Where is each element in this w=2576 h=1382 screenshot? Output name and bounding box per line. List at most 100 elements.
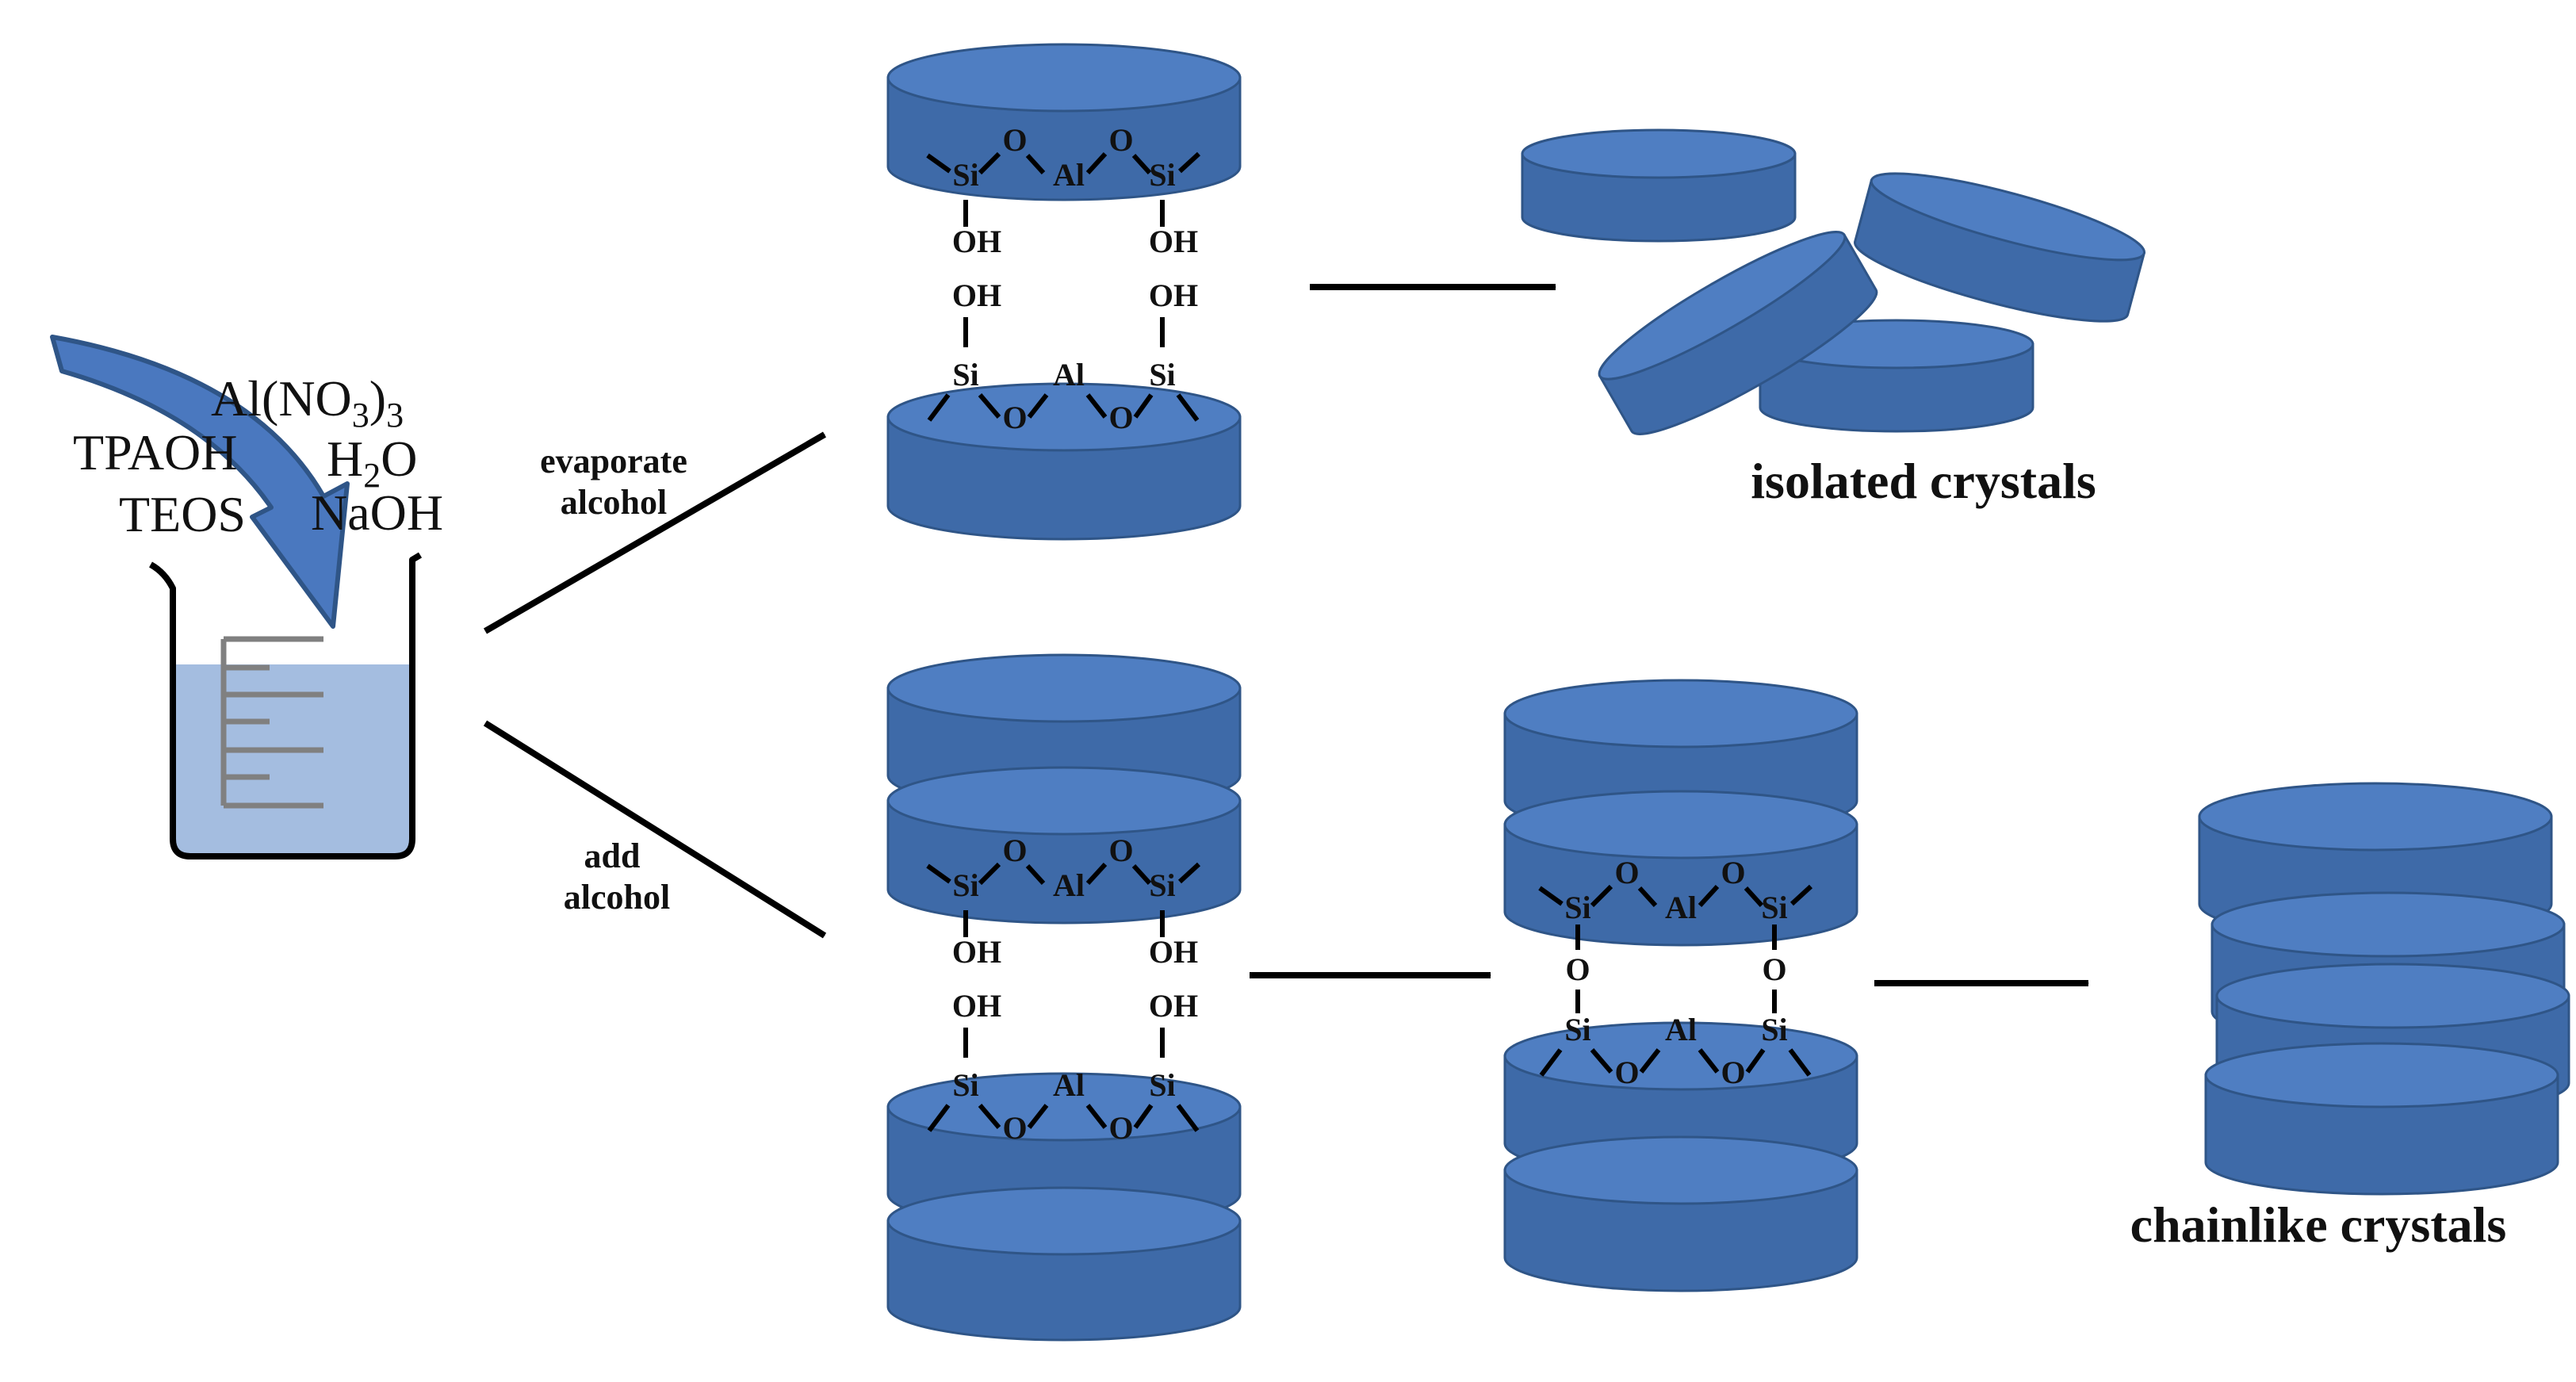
reagent-al-nitrate: Al(NO3)3 — [211, 370, 404, 435]
evaporate-label-line2: alcohol — [561, 483, 667, 522]
bond-line — [1788, 1048, 1812, 1077]
disk-top — [1503, 679, 1858, 748]
disk-add-stack-4 — [886, 1186, 1242, 1342]
disk-top — [886, 43, 1242, 113]
bond-line — [1177, 862, 1201, 884]
bond-line — [978, 151, 1001, 175]
bond-structures: SiOAlOSiOHOHOHOHSiOAlOSiSiOAlOSiOHOHOHOH… — [926, 122, 1813, 1146]
silicon-atom: Si — [1761, 890, 1787, 925]
hydroxyl-group: OH — [1149, 278, 1198, 313]
isolated-crystals-label: isolated crystals — [1751, 453, 2096, 509]
disk-side — [1598, 233, 1878, 435]
disk-top — [2204, 1042, 2559, 1108]
bond-line — [1637, 886, 1658, 908]
disk-top — [2210, 891, 2566, 958]
disk-add-stack-2 — [886, 766, 1242, 925]
disk-top — [1598, 231, 1847, 381]
disk-condensed-4 — [1503, 1135, 1858, 1292]
disk-top — [886, 653, 1242, 723]
disk-top — [1521, 128, 1797, 179]
beaker-outline — [148, 552, 423, 859]
beaker-graduations — [220, 636, 323, 809]
silicon-atom: Si — [952, 1067, 978, 1103]
bond-line — [1131, 153, 1152, 175]
arrow-evaporate — [483, 431, 827, 634]
aluminium-atom: Al — [1665, 890, 1697, 925]
disk-top — [886, 766, 1242, 836]
bond-line — [1590, 1048, 1613, 1074]
bond-line — [1025, 863, 1046, 886]
disk-side — [886, 415, 1242, 541]
bond-line — [1539, 1048, 1563, 1077]
reagent-naoh: NaOH — [311, 484, 443, 541]
silicon-atom: Si — [1761, 1012, 1787, 1047]
bond-line — [1538, 886, 1564, 906]
disk-top — [886, 1186, 1242, 1256]
oxygen-atom: O — [1002, 833, 1027, 868]
silicon-atom: Si — [1149, 157, 1175, 193]
isolated-disk-4 — [1598, 231, 1878, 435]
disk-top — [2215, 963, 2570, 1029]
bond-line — [1745, 1048, 1766, 1074]
oxygen-atom: O — [1108, 122, 1133, 158]
oxygen-atom: O — [1721, 1055, 1745, 1090]
beaker — [148, 552, 423, 859]
bond-line — [1639, 1048, 1661, 1074]
bond-line — [1085, 862, 1108, 886]
silicon-atom: Si — [1149, 1067, 1175, 1103]
silicon-atom: Si — [1564, 890, 1590, 925]
bond-line — [1133, 393, 1154, 419]
bond-line — [1131, 863, 1152, 886]
oxygen-atom: O — [1002, 122, 1027, 158]
reagent-teos: TEOS — [119, 486, 246, 542]
bond-line — [1027, 393, 1049, 419]
hydroxyl-group: OH — [952, 224, 1001, 259]
bond-line — [1085, 1104, 1108, 1129]
disk-side — [2204, 1074, 2559, 1196]
add-label-line1: add — [584, 836, 641, 875]
oxygen-atom: O — [1721, 855, 1745, 890]
bond-line — [1176, 393, 1200, 422]
oxygen-atom: O — [1614, 1055, 1639, 1090]
add-label-line2: alcohol — [564, 878, 670, 917]
silicon-atom: Si — [952, 357, 978, 392]
silicon-atom: Si — [1149, 357, 1175, 392]
disk-top — [1503, 1135, 1858, 1205]
bond-line — [926, 863, 951, 884]
bond-line — [927, 393, 951, 422]
reagent-labels: Al(NO3)3 TPAOH H2O TEOS NaOH — [73, 370, 443, 542]
disk-top — [1503, 790, 1858, 859]
bond-line — [978, 862, 1001, 886]
hydroxyl-group: OH — [1149, 988, 1198, 1024]
silicon-atom: Si — [1149, 867, 1175, 903]
silicon-atom: Si — [1564, 1012, 1590, 1047]
isolated-disk-2 — [1854, 172, 2146, 323]
disk-condensed-2 — [1503, 790, 1858, 947]
hydroxyl-group: OH — [1149, 224, 1198, 259]
chain-disk-4 — [2204, 1042, 2559, 1196]
hydroxyl-group: OH — [952, 278, 1001, 313]
aluminium-atom: Al — [1053, 357, 1085, 392]
oxygen-atom: O — [1002, 400, 1027, 435]
bond-line — [1025, 153, 1046, 175]
bond-line — [978, 393, 1001, 419]
evaporate-label-line1: evaporate — [540, 442, 687, 480]
bond-line — [1743, 886, 1764, 908]
arrow-add — [483, 720, 827, 939]
disk-top-branch-upper — [886, 43, 1242, 201]
silicon-atom: Si — [952, 157, 978, 193]
bridging-oxygen: O — [1762, 951, 1786, 987]
bond-line — [1698, 1048, 1720, 1074]
bond-line — [1133, 1104, 1154, 1129]
oxygen-atom: O — [1108, 1110, 1133, 1146]
oxygen-atom: O — [1108, 400, 1133, 435]
disk-side — [886, 76, 1242, 201]
bond-line — [926, 153, 951, 174]
aluminium-atom: Al — [1053, 1067, 1085, 1103]
disk-top — [886, 382, 1242, 452]
bond-line — [1177, 151, 1201, 174]
hydroxyl-group: OH — [1149, 934, 1198, 970]
